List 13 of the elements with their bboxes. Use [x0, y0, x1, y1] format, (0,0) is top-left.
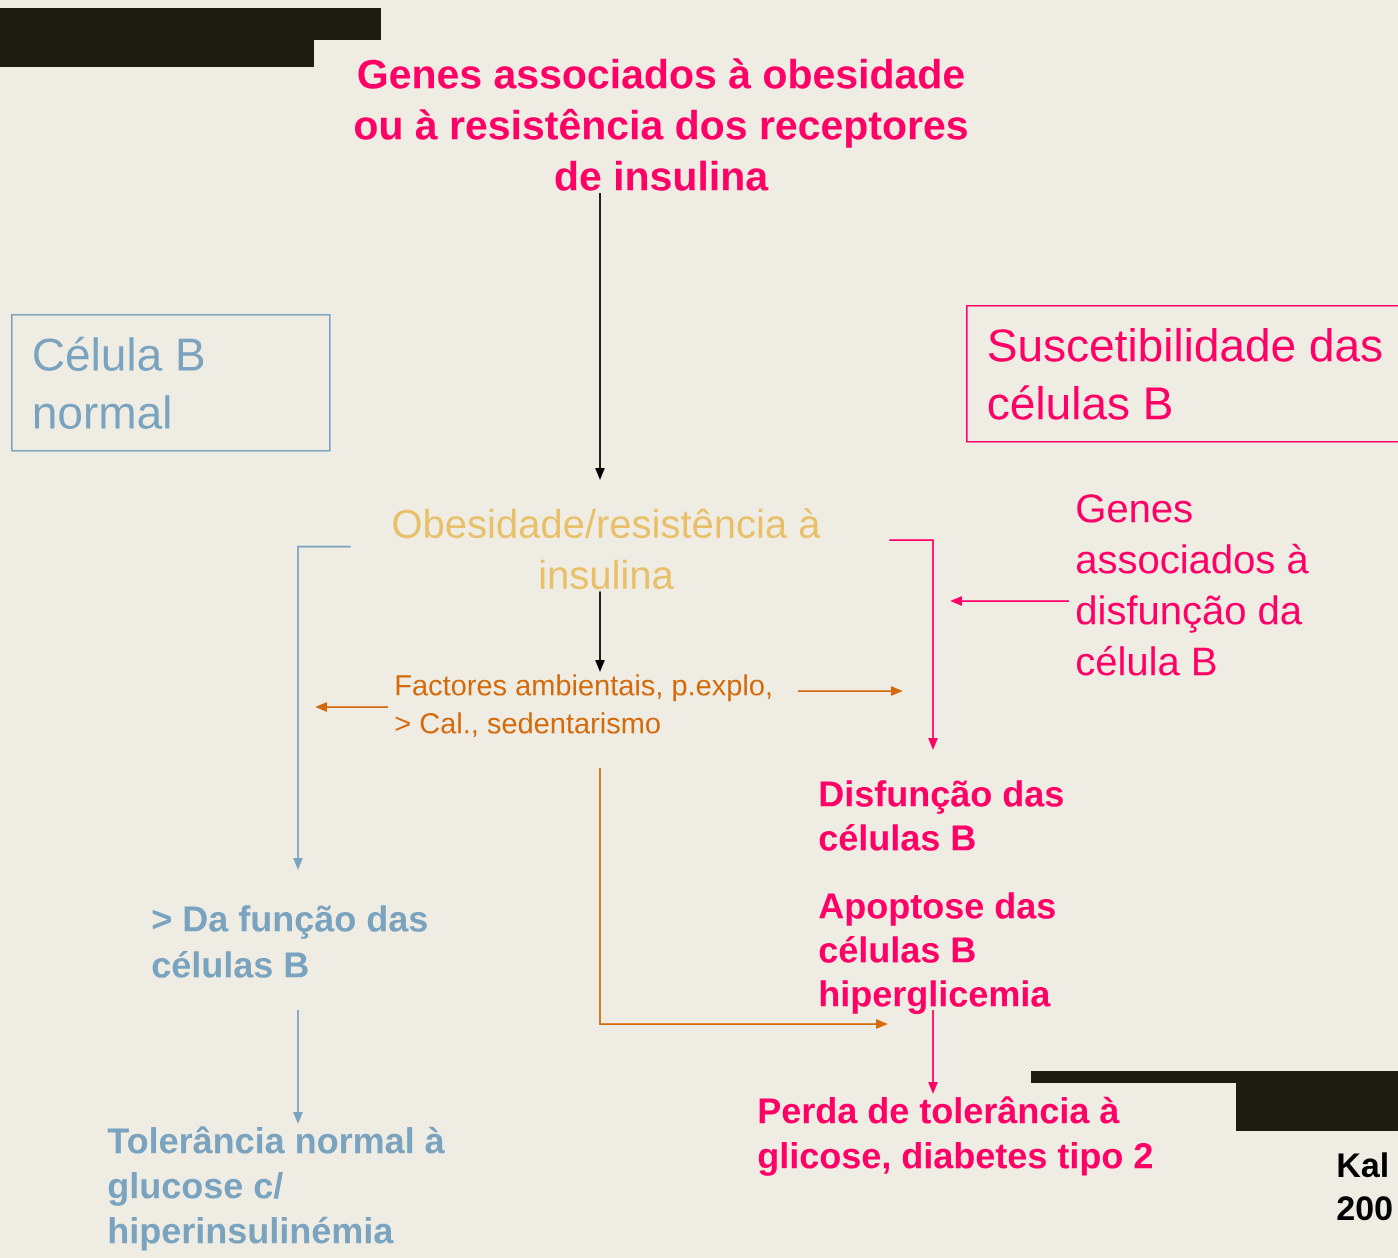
citation-text: Kal [1338, 1152, 1387, 1178]
label-box: Célula B normal [11, 314, 331, 452]
flow-text: Factores ambientais, p.explo, > Cal., sedentarismo [395, 674, 771, 737]
flow-text: Apoptose das células B hiperglicemia [819, 892, 1055, 1014]
flow-text: Perda de tolerância à glicose, diabetes tipo 2 [758, 1096, 1152, 1176]
citation-text: 200 [1337, 1196, 1392, 1221]
heading-text: Genes associados à obesidade ou à resistência dos receptores de insulina [355, 58, 967, 191]
flow-text: Genes associados à disfunção da célula B [1076, 494, 1309, 676]
flow-text: Tolerância normal à glucose c/ hiperinsulinémia [107, 1126, 445, 1251]
flow-text: Obesidade/resistência à insulina [393, 508, 821, 590]
label-box: Suscetibilidade das células B [966, 305, 1398, 443]
flow-text: > Da função das células B [152, 905, 427, 978]
flow-text: Disfunção das células B [819, 780, 1063, 851]
